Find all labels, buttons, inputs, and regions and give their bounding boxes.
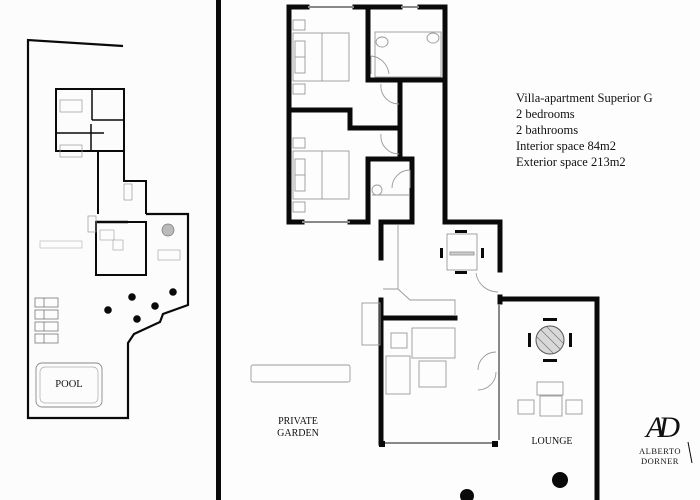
private-garden-label: Private Garden bbox=[268, 416, 328, 440]
brand-logo: AD ALBERTO DORNER bbox=[628, 411, 692, 467]
lounge-label: Lounge bbox=[531, 436, 573, 447]
garden-label-line1: Private bbox=[278, 416, 318, 427]
panel-divider bbox=[216, 0, 221, 500]
bedrooms-count: 2 bedrooms bbox=[516, 107, 575, 121]
logo-monogram: AD bbox=[646, 411, 680, 444]
apartment-title: Villa-apartment Superior G bbox=[516, 91, 653, 105]
garden-label-line2: Garden bbox=[277, 428, 319, 439]
site-overview-plan: Pool bbox=[0, 0, 218, 500]
logo-name-line1: ALBERTO bbox=[638, 446, 682, 456]
bathrooms-count: 2 bathrooms bbox=[516, 123, 579, 137]
apartment-info: Villa-apartment Superior G 2 bedrooms 2 … bbox=[516, 90, 653, 170]
interior-space: Interior space 84m2 bbox=[516, 139, 616, 153]
pool-label: Pool bbox=[55, 379, 83, 390]
exterior-space: Exterior space 213m2 bbox=[516, 155, 626, 169]
site-overview-drawing bbox=[26, 38, 190, 420]
logo-name-line2: DORNER bbox=[641, 456, 679, 466]
